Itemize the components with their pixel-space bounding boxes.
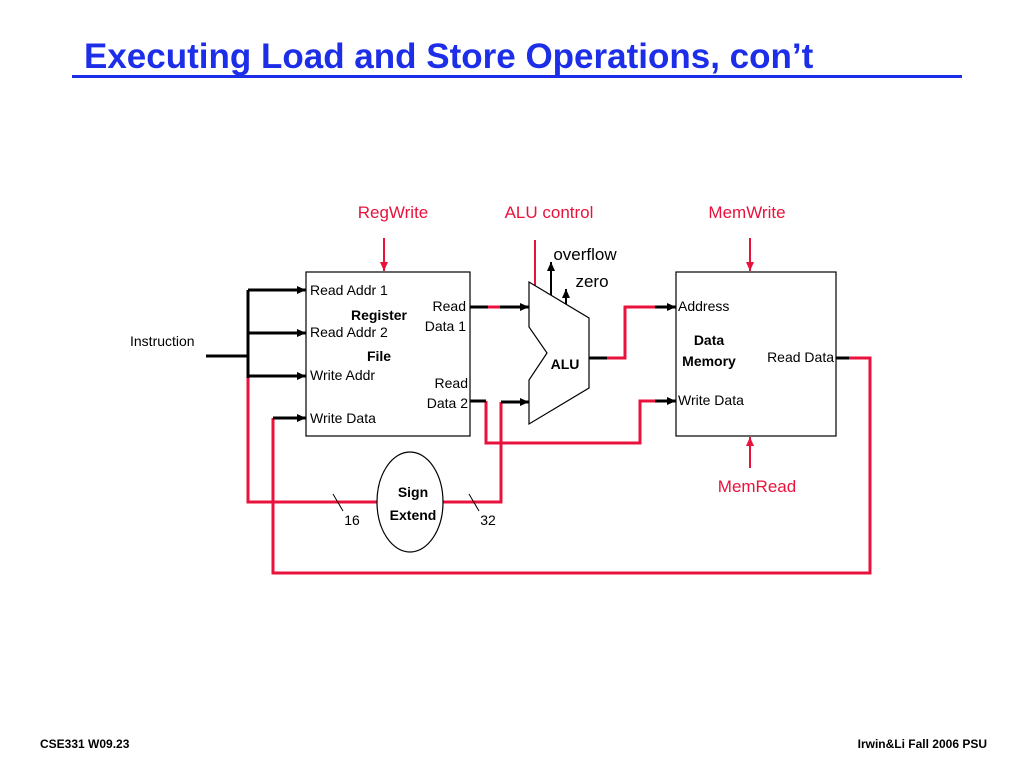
control-labels: RegWrite ALU control MemWrite MemRead xyxy=(358,203,796,496)
rf-read-addr-1: Read Addr 1 xyxy=(310,282,388,298)
sign-extend-block xyxy=(376,451,444,553)
footer-credit: Irwin&Li Fall 2006 PSU xyxy=(857,737,987,751)
rf-name-register: Register xyxy=(351,307,408,323)
rf-name-file: File xyxy=(367,348,391,364)
zero-label: zero xyxy=(575,272,608,291)
memread-label: MemRead xyxy=(718,477,796,496)
sign-extend-line1: Sign xyxy=(398,484,428,500)
footer-course-code: CSE331 W09.23 xyxy=(40,737,130,751)
rf-read-data-1-line2: Data 1 xyxy=(425,318,466,334)
dm-name-data: Data xyxy=(694,332,725,348)
rf-read-data-2-line1: Read xyxy=(435,375,468,391)
alu-control-label: ALU control xyxy=(505,203,594,222)
rf-read-data-2-line2: Data 2 xyxy=(427,395,468,411)
register-file-block xyxy=(305,271,471,437)
bus-width-tick-16 xyxy=(332,493,344,512)
slide-title: Executing Load and Store Operations, con… xyxy=(84,37,814,76)
title-underline xyxy=(72,75,962,78)
rf-write-addr: Write Addr xyxy=(310,367,375,383)
active-datapath-wires xyxy=(246,305,872,575)
alu-label: ALU xyxy=(551,356,580,372)
data-memory-block xyxy=(675,271,837,437)
alu-status-arrows xyxy=(547,262,570,306)
rf-read-addr-2: Read Addr 2 xyxy=(310,324,388,340)
instruction-wires xyxy=(206,286,306,380)
overflow-label: overflow xyxy=(553,245,617,264)
register-file-labels: Read Addr 1 Register Read Addr 2 File Wr… xyxy=(310,282,468,426)
dm-name-memory: Memory xyxy=(682,353,736,369)
alu-block xyxy=(528,280,590,426)
sign-extend-labels: Sign Extend xyxy=(390,484,437,523)
regwrite-label: RegWrite xyxy=(358,203,429,222)
data-memory-labels: Address Data Memory Read Data Write Data xyxy=(678,298,834,408)
sign-extend-line2: Extend xyxy=(390,507,437,523)
bus-width-16: 16 xyxy=(344,512,360,528)
instruction-label: Instruction xyxy=(130,333,195,349)
rf-write-data: Write Data xyxy=(310,410,376,426)
bus-width-32: 32 xyxy=(480,512,496,528)
rf-read-data-1-line1: Read xyxy=(433,298,466,314)
dm-read-data: Read Data xyxy=(767,349,834,365)
dm-write-data: Write Data xyxy=(678,392,744,408)
memwrite-label: MemWrite xyxy=(708,203,785,222)
port-arrows xyxy=(273,303,849,422)
dm-address: Address xyxy=(678,298,729,314)
bus-width-tick-32 xyxy=(468,493,480,512)
